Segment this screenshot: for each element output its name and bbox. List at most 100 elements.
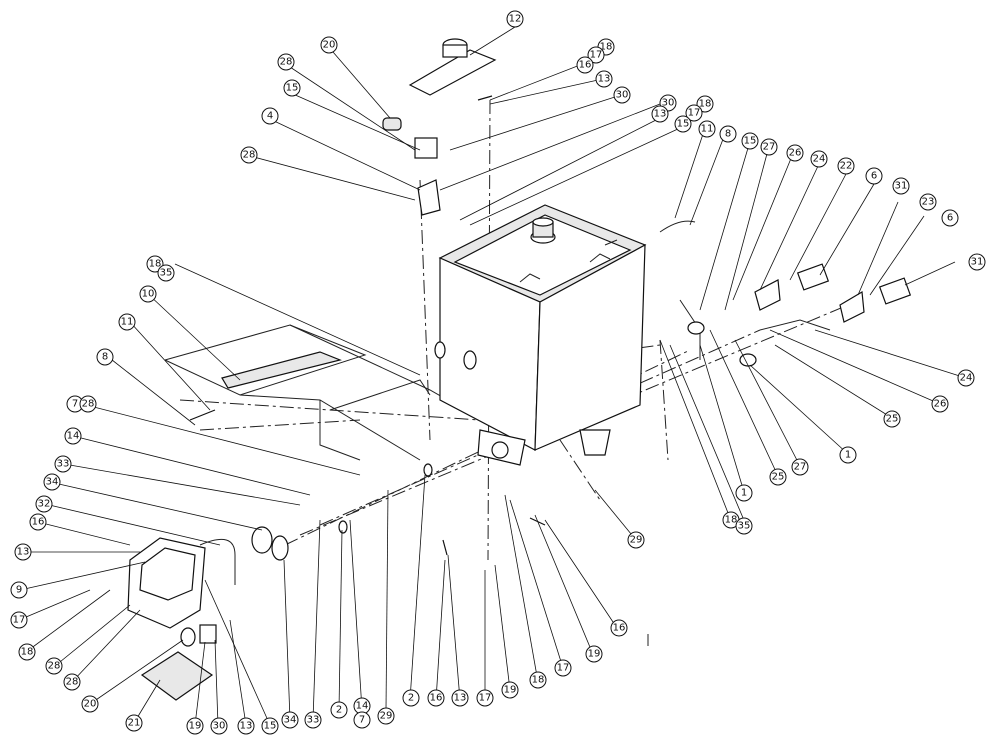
svg-text:34: 34 (284, 715, 297, 726)
callouts: 12 20 28 15 4 28 18 17 16 13 30 30 18 17… (10, 10, 986, 735)
svg-text:18: 18 (699, 99, 712, 110)
svg-text:18: 18 (725, 515, 738, 526)
svg-text:2: 2 (408, 693, 414, 704)
callout: 35 (157, 264, 175, 282)
svg-text:18: 18 (600, 42, 613, 53)
callout: 33 (54, 455, 72, 473)
svg-text:4: 4 (267, 111, 273, 122)
svg-text:30: 30 (616, 90, 629, 101)
svg-text:29: 29 (630, 535, 643, 546)
callout: 10 (139, 285, 157, 303)
callout: 28 (63, 673, 81, 691)
callout: 19 (585, 645, 603, 663)
svg-text:17: 17 (590, 50, 603, 61)
callout: 13 (651, 105, 669, 123)
callout: 17 (685, 104, 703, 122)
svg-text:16: 16 (32, 517, 45, 528)
svg-text:1: 1 (845, 450, 851, 461)
svg-text:27: 27 (763, 142, 776, 153)
svg-text:30: 30 (662, 98, 675, 109)
part-34-disk-left (251, 526, 273, 554)
svg-text:27: 27 (794, 462, 807, 473)
svg-text:13: 13 (240, 721, 253, 732)
svg-text:26: 26 (934, 399, 947, 410)
svg-text:19: 19 (189, 721, 202, 732)
callout: 8 (719, 125, 737, 143)
callout: 16 (427, 689, 445, 707)
svg-text:15: 15 (744, 136, 757, 147)
svg-text:11: 11 (701, 124, 714, 135)
callout: 14 (64, 427, 82, 445)
part-20-disk (180, 627, 196, 647)
part-2-sleeve-lower (338, 520, 348, 534)
svg-text:32: 32 (38, 499, 51, 510)
callout: 28 (277, 53, 295, 71)
callout: 11 (698, 120, 716, 138)
svg-text:18: 18 (21, 647, 34, 658)
part-22-bracket (754, 279, 781, 311)
callout: 23 (919, 193, 937, 211)
svg-text:17: 17 (557, 663, 570, 674)
callout: 13 (237, 717, 255, 735)
callout: 34 (43, 473, 61, 491)
svg-text:10: 10 (142, 289, 155, 300)
callout: 19 (501, 681, 519, 699)
callout: 15 (741, 132, 759, 150)
callout: 24 (810, 150, 828, 168)
callout: 31 (892, 177, 910, 195)
svg-text:18: 18 (149, 259, 162, 270)
svg-text:17: 17 (479, 693, 492, 704)
svg-text:21: 21 (128, 718, 141, 729)
callout: 27 (760, 138, 778, 156)
callout: 16 (29, 513, 47, 531)
callout: 30 (210, 717, 228, 735)
callout: 18 (722, 511, 740, 529)
callout: 6 (865, 167, 883, 185)
callout: 18 (696, 95, 714, 113)
callout: 27 (791, 458, 809, 476)
callout: 7 (353, 711, 371, 729)
callout: 17 (554, 659, 572, 677)
svg-text:6: 6 (947, 213, 953, 224)
part-10-shelf (221, 351, 342, 389)
fuel-tank (434, 204, 647, 451)
callout: 25 (769, 468, 787, 486)
callout: 28 (45, 657, 63, 675)
part-27-disk-lower (739, 353, 757, 367)
svg-text:33: 33 (307, 715, 320, 726)
svg-text:26: 26 (789, 148, 802, 159)
callout: 29 (377, 707, 395, 725)
svg-text:2: 2 (336, 705, 342, 716)
part-12-upper-assembly (408, 49, 497, 96)
part-21-plate (140, 651, 214, 701)
svg-text:1: 1 (741, 488, 747, 499)
callout: 22 (837, 157, 855, 175)
svg-text:7: 7 (72, 399, 78, 410)
svg-text:30: 30 (213, 721, 226, 732)
svg-text:8: 8 (102, 352, 108, 363)
callout: 6 (941, 209, 959, 227)
svg-text:35: 35 (160, 268, 173, 279)
callout: 18 (529, 671, 547, 689)
svg-text:20: 20 (84, 699, 97, 710)
svg-text:15: 15 (264, 721, 277, 732)
svg-text:28: 28 (280, 57, 293, 68)
callout: 13 (595, 70, 613, 88)
callout: 13 (14, 543, 32, 561)
svg-text:34: 34 (46, 477, 59, 488)
callout: 19 (186, 717, 204, 735)
callout: 25 (883, 410, 901, 428)
callout: 26 (931, 395, 949, 413)
svg-text:28: 28 (243, 150, 256, 161)
callout: 17 (10, 611, 28, 629)
callout: 35 (735, 517, 753, 535)
svg-text:28: 28 (48, 661, 61, 672)
svg-text:24: 24 (960, 373, 973, 384)
part-15-bracket (414, 137, 438, 159)
callout: 7 (66, 395, 84, 413)
svg-text:17: 17 (13, 615, 26, 626)
svg-text:16: 16 (430, 693, 443, 704)
callout: 33 (304, 711, 322, 729)
svg-text:25: 25 (886, 414, 899, 425)
